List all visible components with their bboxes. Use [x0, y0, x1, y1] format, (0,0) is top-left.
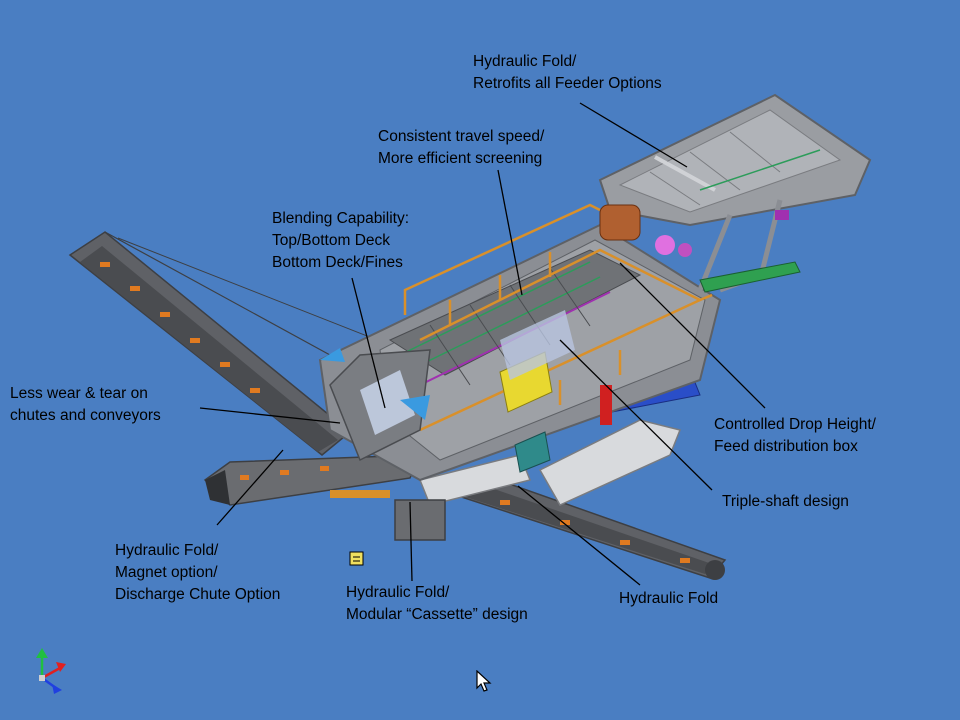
axis-triad-icon [36, 648, 66, 694]
callout-hydraulic-fold-feeder: Hydraulic Fold/ Retrofits all Feeder Opt… [473, 51, 662, 95]
callout-line: Triple-shaft design [722, 493, 849, 510]
callout-line: Less wear & tear on [10, 385, 148, 402]
callout-line: Hydraulic Fold [619, 590, 719, 607]
callout-line: chutes and conveyors [10, 407, 161, 424]
left-conveyor [68, 231, 391, 456]
callout-line: Top/Bottom Deck [272, 232, 391, 249]
callout-hydraulic-fold-magnet: Hydraulic Fold/ Magnet option/ Discharge… [115, 540, 280, 606]
callout-line: Hydraulic Fold/ [473, 53, 577, 70]
callout-line: Blending Capability: [272, 210, 410, 227]
right-conveyor [438, 469, 727, 580]
callout-line: Bottom Deck/Fines [272, 254, 403, 271]
callout-hydraulic-fold-plain: Hydraulic Fold [619, 588, 718, 610]
callout-line: More efficient screening [378, 150, 543, 167]
mouse-cursor-icon [476, 670, 492, 692]
callout-hydraulic-fold-cassette: Hydraulic Fold/ Modular “Cassette” desig… [346, 582, 528, 626]
callout-line: Hydraulic Fold/ [115, 542, 219, 559]
callout-less-wear: Less wear & tear on chutes and conveyors [10, 383, 161, 427]
callout-line: Discharge Chute Option [115, 586, 281, 603]
note-icon [349, 551, 364, 566]
callout-triple-shaft: Triple-shaft design [722, 491, 849, 513]
leader-lines [199, 102, 766, 586]
callout-consistent-travel: Consistent travel speed/ More efficient … [378, 126, 544, 170]
feeder-hopper [598, 93, 872, 293]
callout-line: Hydraulic Fold/ [346, 584, 450, 601]
callout-line: Modular “Cassette” design [346, 606, 528, 623]
callout-controlled-drop: Controlled Drop Height/ Feed distributio… [714, 414, 876, 458]
callout-line: Controlled Drop Height/ [714, 416, 876, 433]
callout-line: Consistent travel speed/ [378, 128, 545, 145]
callout-line: Retrofits all Feeder Options [473, 75, 662, 92]
callout-blending: Blending Capability: Top/Bottom Deck Bot… [272, 208, 409, 274]
front-frame [320, 348, 446, 541]
callout-line: Magnet option/ [115, 564, 218, 581]
callout-line: Feed distribution box [714, 438, 858, 455]
